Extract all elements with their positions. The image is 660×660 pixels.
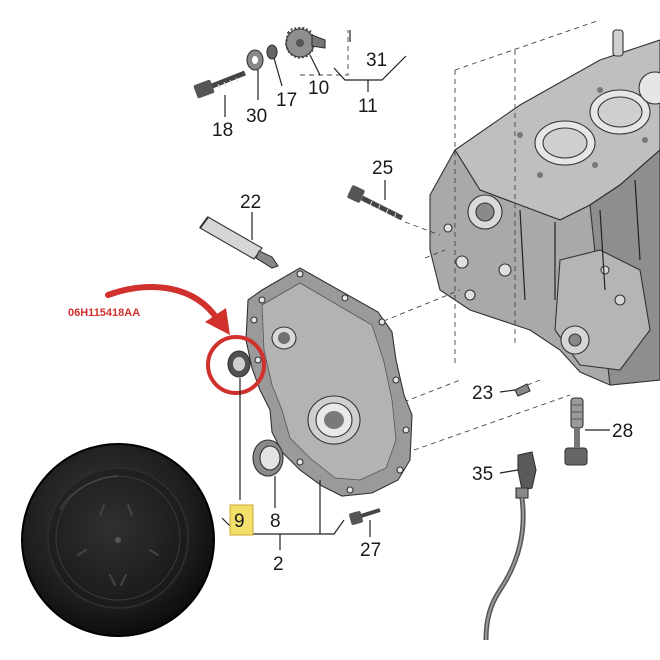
callout-11: 11 [358, 96, 378, 117]
timing-cover [245, 267, 413, 497]
sealant-tube-22 [199, 216, 279, 269]
callout-30: 30 [246, 106, 267, 127]
washer-17 [266, 44, 278, 60]
bolt-18 [193, 70, 246, 99]
bolt-28 [564, 397, 588, 466]
callout-28: 28 [612, 421, 633, 442]
bolt-25 [347, 185, 404, 221]
callout-31: 31 [366, 50, 387, 71]
highlight-circle [206, 335, 266, 395]
pin-23 [514, 383, 531, 397]
callout-10: 10 [308, 78, 329, 99]
part-code-label: 06H115418AA [68, 307, 140, 319]
callout-17: 17 [276, 90, 297, 111]
callout-23: 23 [472, 383, 493, 404]
engine-block [429, 29, 660, 386]
highlight-box [229, 504, 254, 536]
seal-9 [227, 350, 251, 378]
bolt-27 [349, 508, 381, 525]
callout-25: 25 [372, 158, 393, 179]
callout-8: 8 [270, 511, 281, 532]
inset-product-photo [21, 443, 215, 637]
pointer-arrow [105, 284, 230, 335]
washer-30 [246, 49, 264, 71]
callout-2: 2 [273, 554, 284, 575]
callout-27: 27 [360, 540, 381, 561]
sprocket-10 [284, 27, 316, 60]
sensor-35 [483, 451, 537, 641]
callout-22: 22 [240, 192, 261, 213]
callout-35: 35 [472, 464, 493, 485]
seal-8 [252, 439, 284, 477]
chain-piece-31 [311, 34, 326, 49]
callout-18: 18 [212, 120, 233, 141]
callout-9: 9 [234, 511, 245, 532]
